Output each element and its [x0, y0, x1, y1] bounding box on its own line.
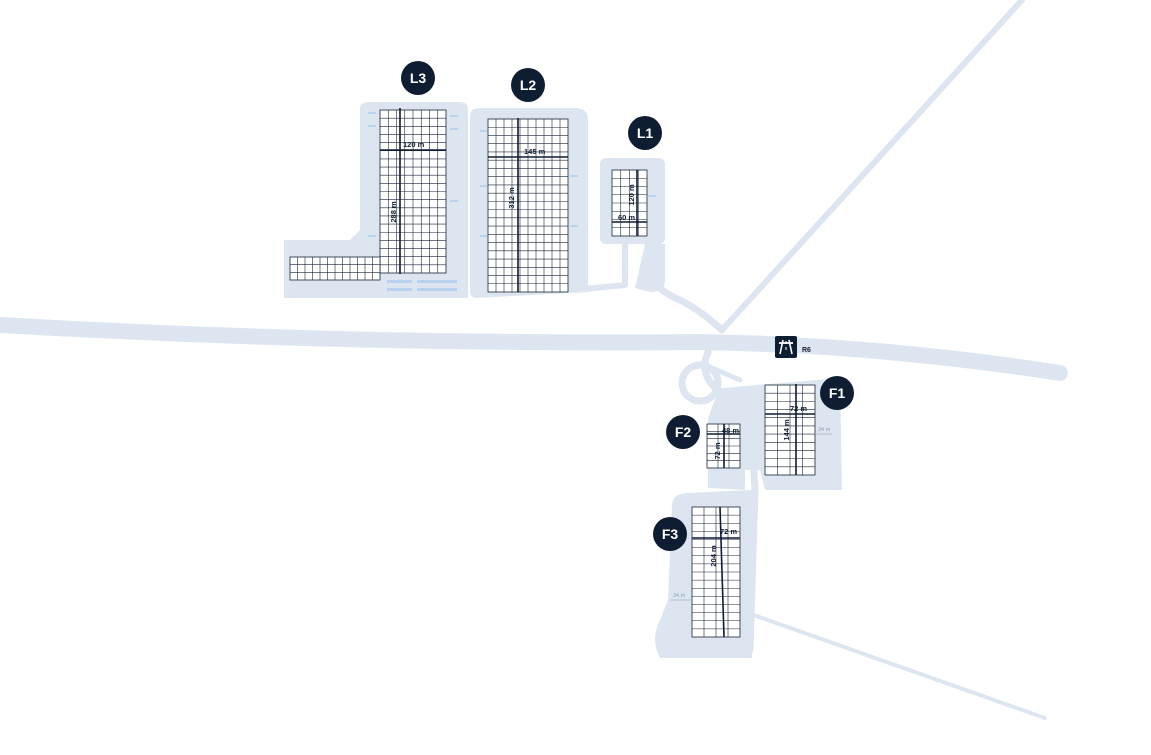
dim-f1-width: 72 m — [790, 404, 807, 413]
dim-l3-length: 288 m — [389, 201, 398, 223]
badge-l1-label: L1 — [637, 125, 654, 141]
building-f1[interactable] — [764, 384, 816, 476]
badge-l1[interactable]: L1 — [628, 116, 662, 150]
parking-areas — [368, 112, 656, 291]
dim-l3-width: 120 m — [403, 140, 425, 149]
dim-l2-width: 145 m — [524, 147, 546, 156]
road-network — [0, 0, 1068, 720]
badge-f3-label: F3 — [662, 526, 679, 542]
building-l3-annex[interactable] — [289, 256, 381, 281]
building-l1[interactable] — [611, 169, 648, 237]
dim-f3-length: 204 m — [709, 545, 718, 567]
badge-f1[interactable]: F1 — [820, 376, 854, 410]
southeast-road — [743, 610, 1047, 720]
dim-f3-setback: 34 m — [673, 593, 686, 599]
dim-l1-length: 120 m — [627, 184, 636, 206]
building-f3[interactable] — [691, 506, 741, 638]
dim-f2-width: 48 m — [722, 426, 739, 435]
badge-l2[interactable]: L2 — [511, 68, 545, 102]
dim-l1-width: 60 m — [618, 213, 635, 222]
motorway-icon — [775, 336, 797, 358]
badge-f1-label: F1 — [829, 385, 846, 401]
dim-l2-length: 312 m — [507, 187, 516, 209]
dim-f1-setback: 34 m — [818, 427, 831, 433]
badge-f2[interactable]: F2 — [666, 415, 700, 449]
building-l3[interactable] — [379, 109, 447, 274]
badge-l3-label: L3 — [410, 70, 427, 86]
dim-f1-length: 144 m — [782, 419, 791, 441]
motorway-r6 — [0, 317, 1068, 381]
road-label-r6: R6 — [802, 347, 811, 354]
diagonal-road — [719, 0, 1025, 333]
dim-f3-width: 72 m — [720, 527, 737, 536]
connector-road — [572, 237, 628, 293]
dim-f2-length: 72 m — [713, 442, 722, 459]
badge-l2-label: L2 — [520, 77, 537, 93]
dimension-lines — [380, 108, 832, 638]
roundabout — [678, 361, 722, 405]
buildings-layer — [289, 109, 816, 638]
dimension-labels: 120 m 288 m 145 m 312 m 60 m 120 m 72 m … — [389, 140, 831, 599]
badge-f2-label: F2 — [675, 424, 692, 440]
badge-l3[interactable]: L3 — [401, 61, 435, 95]
badge-f3[interactable]: F3 — [653, 517, 687, 551]
building-l2[interactable] — [487, 118, 569, 293]
